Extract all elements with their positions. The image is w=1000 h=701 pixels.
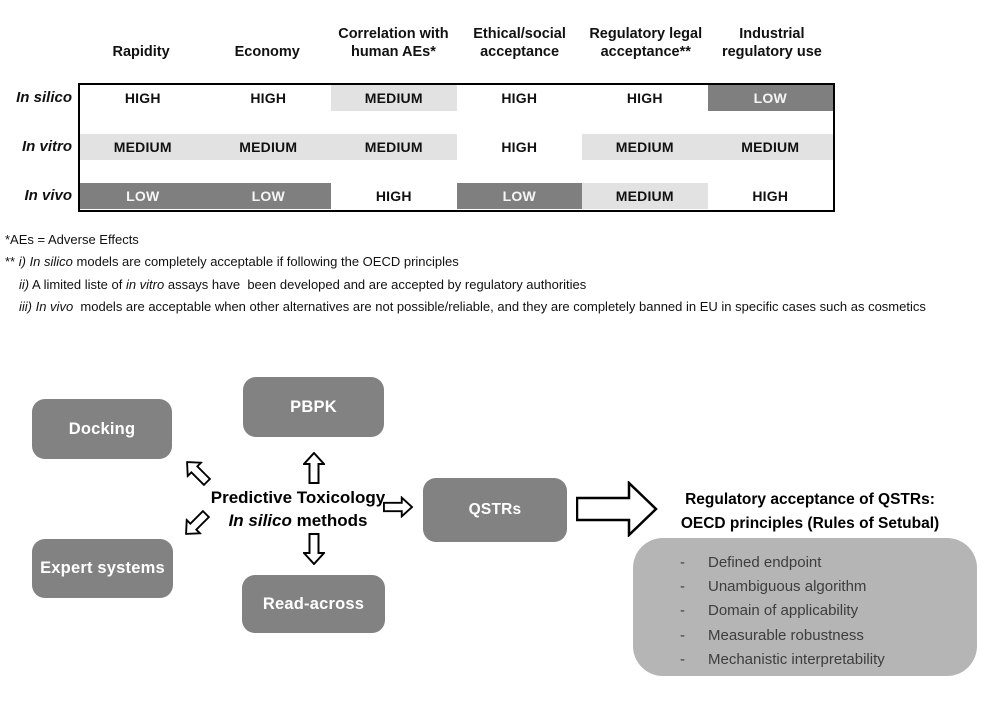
table-cell: LOW (707, 85, 833, 111)
table-cell: MEDIUM (331, 134, 457, 160)
principle-text: Measurable robustness (708, 626, 864, 644)
table-cell: MEDIUM (331, 85, 457, 111)
bullet-dash: - (680, 626, 685, 644)
expert-systems-box: Expert systems (32, 539, 173, 598)
bullet-dash: - (680, 650, 685, 668)
principle-item: - Unambiguous algorithm (633, 575, 977, 599)
principles-list: -Defined endpoint-Unambiguous algorithm-… (633, 538, 977, 672)
footnote-segment: iii) In vivo (19, 298, 74, 314)
table-cell: HIGH (456, 134, 582, 160)
oecd-principles-panel: -Defined endpoint-Unambiguous algorithm-… (633, 538, 977, 676)
principle-item: - Mechanistic interpretability (633, 648, 977, 672)
table-cell: MEDIUM (582, 183, 708, 209)
table-row-label: In vivo (24, 187, 72, 204)
table-cell: HIGH (707, 183, 833, 209)
table-cell: MEDIUM (707, 134, 833, 160)
principle-text: Defined endpoint (708, 554, 822, 571)
bullet-dash: - (680, 554, 685, 571)
table-cell: HIGH (582, 85, 708, 111)
table-cell: MEDIUM (205, 134, 331, 160)
column-header: Regulatory legal acceptance** (589, 26, 703, 60)
footnote-segment: ** (5, 254, 19, 270)
footnote-line: iii) In vivo models are acceptable when … (5, 296, 926, 318)
arrow-down-icon (303, 533, 325, 565)
hub-line2: In silico methods (228, 511, 368, 530)
table-cell: HIGH (80, 85, 206, 111)
column-header: Correlation with human AEs* (338, 26, 449, 60)
footnote-segment: i) In silico (18, 254, 73, 270)
hub-line1: Predictive Toxicology (210, 488, 386, 507)
footnote-segment: *AEs = Adverse Effects (5, 232, 139, 247)
qstrs-box: QSTRs (423, 478, 567, 542)
table-column-headers: Rapidity Economy Correlation with human AE… (78, 8, 835, 62)
bullet-dash: - (680, 578, 685, 596)
principle-text: Domain of applicability (708, 602, 859, 620)
principle-item: - Defined endpoint (633, 551, 977, 575)
principle-text: Unambiguous algorithm (708, 578, 867, 596)
footnote-segment: assays have been developed and are accep… (164, 276, 587, 292)
result-heading: Regulatory acceptance of QSTRs: OECD pri… (645, 488, 975, 535)
footnote-segment: in vitro (125, 276, 165, 292)
footnote-segment: A limited liste of (29, 276, 126, 292)
table-cell: HIGH (331, 183, 457, 209)
footnote-segment: models are acceptable when other alterna… (73, 298, 926, 314)
result-heading-line1: Regulatory acceptance of QSTRs: (685, 491, 935, 508)
footnote-segment: models are completely acceptable if foll… (72, 254, 459, 270)
arrow-down-left-icon (185, 509, 211, 535)
table-row-labels: In silico In vitro In vivo (0, 85, 72, 209)
principle-text: Mechanistic interpretability (708, 650, 885, 668)
principle-item: - Domain of applicability (633, 599, 977, 623)
table-row-label: In vitro (21, 138, 72, 155)
table-cell: LOW (80, 183, 206, 209)
footnotes: *AEs = Adverse Effects ** i) In silico mo… (5, 229, 926, 318)
hub-label: Predictive Toxicology In silico methods (200, 486, 396, 532)
table-cell: LOW (456, 183, 582, 209)
table-cell: HIGH (456, 85, 582, 111)
table-cell: MEDIUM (582, 134, 708, 160)
principle-item: - Measurable robustness (633, 624, 977, 648)
footnote-segment: ii) (19, 276, 30, 292)
table-cell: HIGH (205, 85, 331, 111)
arrow-up-icon (303, 452, 325, 484)
column-header: Industrial regulatory use (721, 26, 822, 60)
read-across-box: Read-across (242, 575, 385, 633)
table-cell: LOW (205, 183, 331, 209)
table-cell: MEDIUM (80, 134, 206, 160)
pbpk-box: PBPK (243, 377, 384, 437)
footnote-line: *AEs = Adverse Effects (5, 229, 926, 251)
arrow-right-small-icon (383, 496, 413, 518)
footnote-line: ** i) In silico models are completely ac… (5, 251, 926, 273)
table-row-label: In silico (16, 89, 72, 106)
arrow-up-left-icon (186, 461, 212, 487)
column-header: Economy (234, 43, 300, 60)
footnote-line: ii) A limited liste of in vitro assays h… (5, 274, 926, 296)
column-header: Rapidity (112, 43, 170, 60)
arrow-right-big-icon (576, 481, 658, 537)
column-header: Ethical/social acceptance (473, 26, 566, 60)
docking-box: Docking (32, 399, 172, 459)
bullet-dash: - (680, 602, 685, 620)
result-heading-line2: OECD principles (Rules of Setubal) (680, 514, 940, 532)
